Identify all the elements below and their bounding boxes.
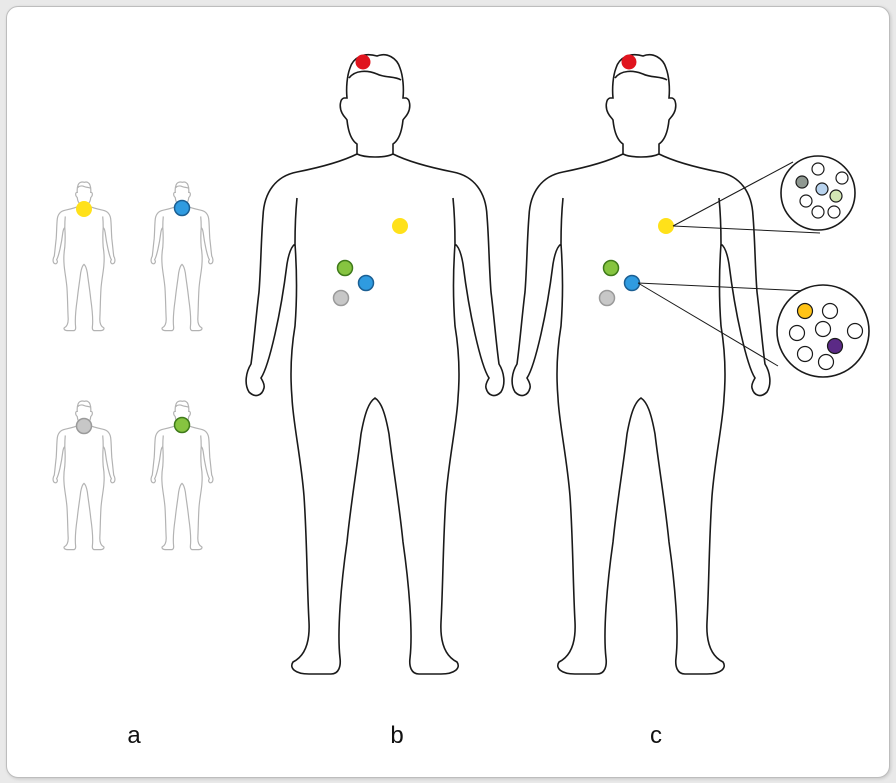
panel-c-sites [600,55,675,306]
site-dot-green [175,418,190,433]
panel-b-sites [334,55,409,306]
site-dot-green [338,261,353,276]
site-dot-yellow [76,201,92,217]
site-dot-grey [600,291,615,306]
site-dot-yellow [658,218,674,234]
site-dot-red [622,55,637,70]
site-dot-blue [175,201,190,216]
panel-c-figure [512,55,770,674]
zoom-inset-lower [777,285,869,377]
panel-b-figure [246,55,504,674]
site-dot-grey [334,291,349,306]
site-dot-red [356,55,371,70]
panel-a-figures [53,182,213,550]
panel-label-b: b [377,722,417,750]
site-dot-yellow [392,218,408,234]
site-dot-blue [359,276,374,291]
panel-label-c: c [636,722,676,750]
site-dot-grey [77,419,92,434]
site-dot-blue [625,276,640,291]
site-dot-green [604,261,619,276]
panel-label-a: a [114,722,154,750]
zoom-inset-upper [781,156,855,230]
